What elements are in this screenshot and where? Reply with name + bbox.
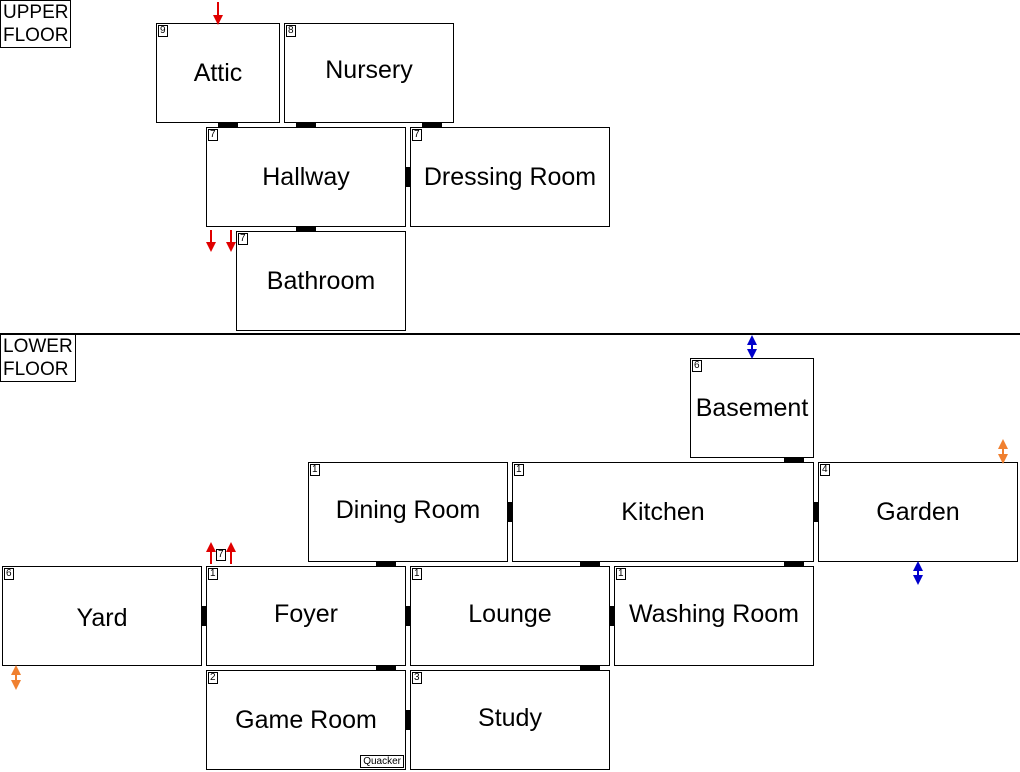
room-number: 6 [4,568,14,580]
room-number: 2 [208,672,218,684]
room-name: Hallway [262,162,350,191]
room-number: 7 [208,129,218,141]
door-attic-hallway[interactable] [218,122,238,128]
door-hallway-bathroom[interactable] [296,226,316,232]
room-number: 6 [692,360,702,372]
room-name: Bathroom [266,266,376,295]
room-attic[interactable]: 9 Attic [156,23,280,123]
room-nursery[interactable]: 8 Nursery [284,23,454,123]
door-lounge-study[interactable] [580,665,600,671]
room-name: Dressing Room [423,162,597,191]
room-dining-room[interactable]: 1 Dining Room [308,462,508,562]
room-name: Washing Room [629,599,799,628]
door-nursery-hallway[interactable] [296,122,316,128]
room-washing-room[interactable]: 1 Washing Room [614,566,814,666]
door-kitchen-washing-room[interactable] [784,561,804,567]
room-number: 7 [412,129,422,141]
room-number: 1 [310,464,320,476]
door-yard-foyer[interactable] [201,606,207,626]
room-number: 4 [820,464,830,476]
room-name: Basement [695,393,809,422]
door-dining-foyer[interactable] [376,561,396,567]
room-number: 1 [616,568,626,580]
room-name: Yard [76,603,128,632]
door-dining-kitchen[interactable] [507,502,513,522]
room-name: Foyer [274,599,338,628]
room-study[interactable]: 3 Study [410,670,610,770]
room-name: Study [478,703,542,732]
room-tag: Quacker [360,755,404,768]
room-name: Dining Room [335,495,481,524]
room-number: 1 [514,464,524,476]
door-hallway-dressing-room[interactable] [405,167,411,187]
room-name: Nursery [325,55,413,84]
door-lounge-washing-room[interactable] [609,606,615,626]
lower-floor-label: LOWER FLOOR [0,334,76,382]
room-name: Game Room [235,705,377,734]
door-game-room-study[interactable] [405,710,411,730]
room-lounge[interactable]: 1 Lounge [410,566,610,666]
room-basement[interactable]: 6 Basement [690,358,814,458]
room-number: 9 [158,25,168,37]
room-name: Lounge [468,599,552,628]
room-kitchen[interactable]: 1 Kitchen [512,462,814,562]
room-name: Attic [193,58,243,87]
door-kitchen-garden[interactable] [813,502,819,522]
floor-divider [0,333,1020,335]
room-dressing-room[interactable]: 7 Dressing Room [410,127,610,227]
room-name: Garden [876,497,960,526]
door-foyer-lounge[interactable] [405,606,411,626]
room-number: 7 [238,233,248,245]
room-number: 1 [412,568,422,580]
room-garden[interactable]: 4 Garden [818,462,1018,562]
room-bathroom[interactable]: 7 Bathroom [236,231,406,331]
room-number: 3 [412,672,422,684]
door-nursery-dressing-room[interactable] [422,122,442,128]
door-kitchen-lounge[interactable] [580,561,600,567]
room-game-room[interactable]: 2 Game Room Quacker [206,670,406,770]
room-foyer[interactable]: 1 Foyer [206,566,406,666]
door-foyer-game-room[interactable] [376,665,396,671]
room-number: 1 [208,568,218,580]
room-number: 8 [286,25,296,37]
stair-destination-number: 7 [216,549,226,561]
door-basement-kitchen[interactable] [784,457,804,463]
room-name: Kitchen [621,497,705,526]
upper-floor-label: UPPER FLOOR [0,0,72,48]
